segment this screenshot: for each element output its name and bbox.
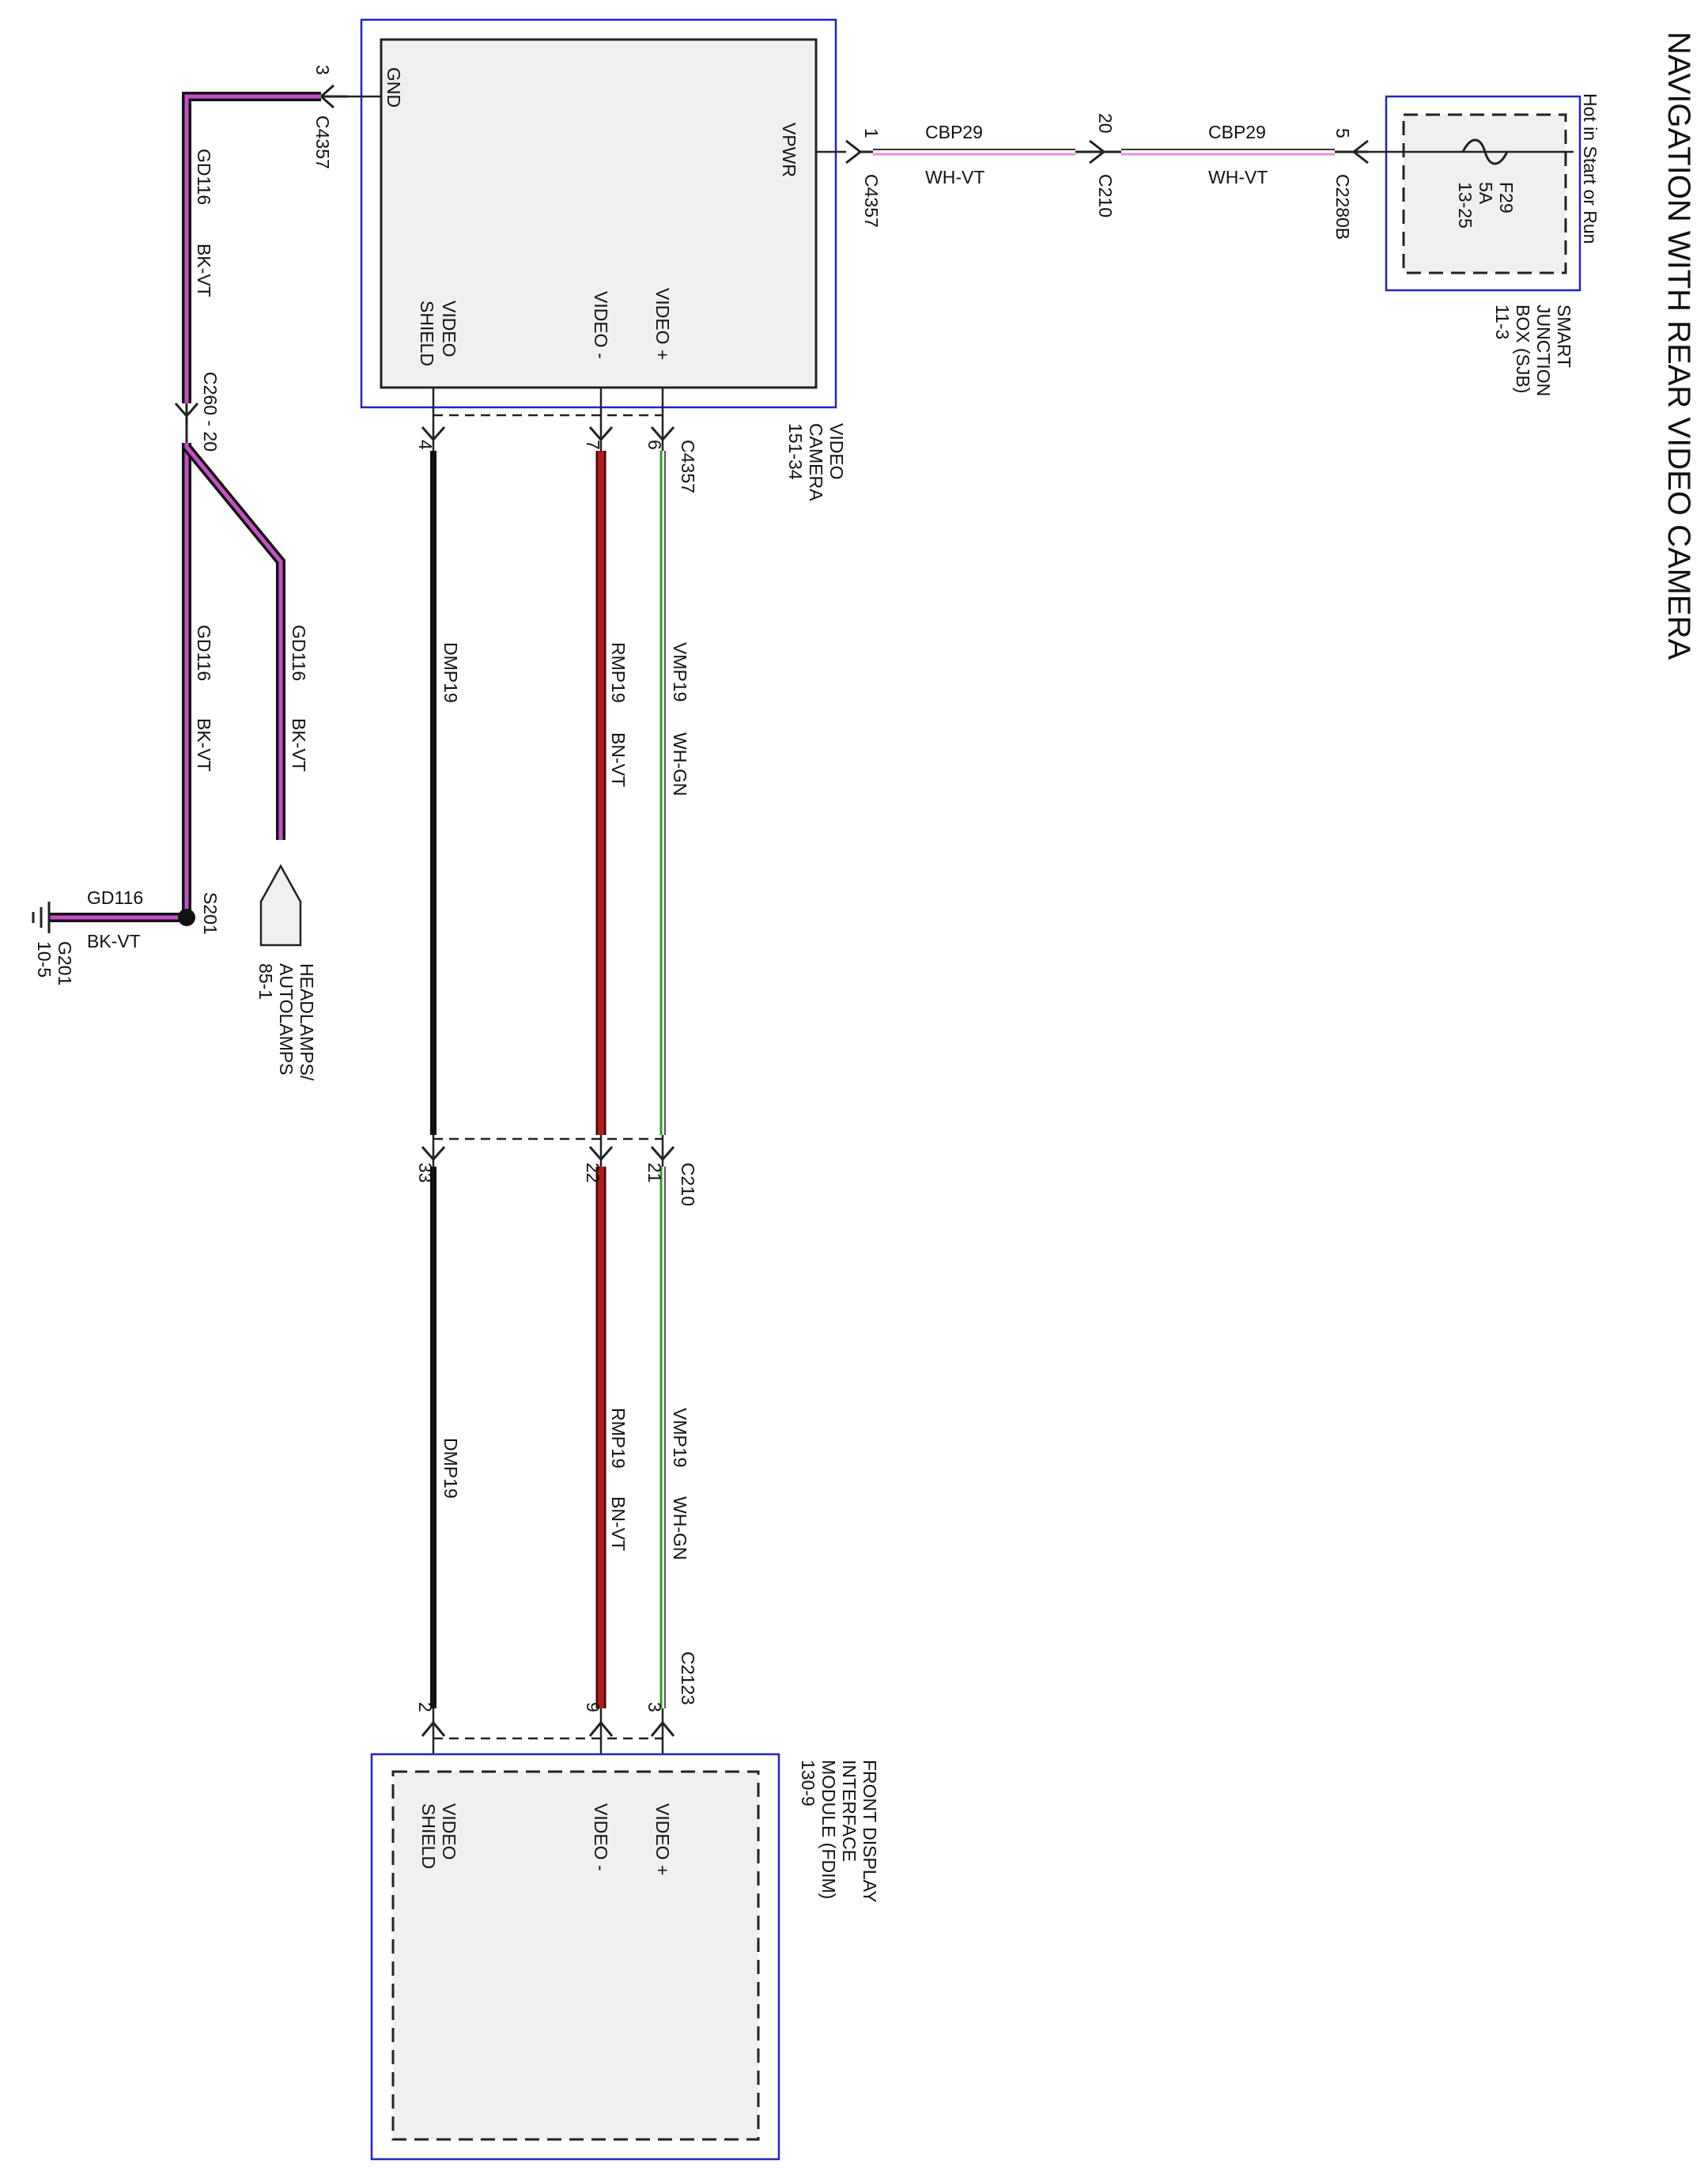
gd116-label-1: GD116 — [194, 149, 214, 205]
splice-s201-dot — [178, 909, 195, 926]
pin-1-label: 1 — [861, 128, 882, 138]
headlamps-ref: 85-1 — [255, 963, 276, 1000]
diagram-title: NAVIGATION WITH REAR VIDEO CAMERA — [1661, 32, 1696, 660]
fuse-name: F29 — [1496, 182, 1517, 214]
splice-s201-label: S201 — [200, 892, 221, 935]
video-camera-body — [380, 38, 818, 389]
fdim-name-2: INTERFACE — [839, 1760, 860, 1862]
fuse-ref: 13-25 — [1455, 182, 1476, 229]
bkvt-label-2: BK-VT — [194, 718, 214, 772]
wire-gd116-top-stripe — [184, 94, 321, 403]
gd116-label-2: GD116 — [194, 625, 214, 681]
ground-name: G201 — [55, 941, 75, 985]
wire-gd116-branch-stripe — [185, 445, 283, 840]
c2280b-label: C2280B — [1332, 174, 1353, 240]
vpwr-circuit: 1 C4357 CBP29 WH-VT 20 C210 CBP29 WH-VT … — [816, 113, 1369, 240]
c4357-label-gnd: C4357 — [312, 115, 333, 169]
connector-arrow-c2280b-5 — [1335, 139, 1369, 165]
headlamps-connector-shape — [259, 864, 302, 947]
whgn-label-a: WH-GN — [670, 732, 690, 796]
sjb-name-2: JUNCTION — [1533, 304, 1554, 396]
pin-7-label: 7 — [583, 440, 603, 450]
vmp19-label-b: VMP19 — [670, 1408, 690, 1467]
sjb-inner-box — [1402, 113, 1567, 274]
connector-arrow-c4357-1 — [845, 139, 873, 165]
arrow-c210-22 — [588, 1146, 614, 1162]
video-camera-component: GND VPWR VIDEO SHIELD VIDEO - VIDEO + VI… — [360, 18, 847, 501]
camera-pin-video-minus: VIDEO - — [591, 291, 611, 359]
sjb-hot-label: Hot in Start or Run — [1580, 93, 1600, 244]
whvt-label-a: WH-VT — [925, 167, 984, 187]
pin-33-label: 33 — [415, 1163, 436, 1183]
camera-name: VIDEO — [826, 423, 847, 480]
pin-6-label: 6 — [644, 440, 665, 450]
fdim-name-1: FRONT DISPLAY — [860, 1760, 880, 1903]
connector-arrow-c210-20 — [1075, 139, 1121, 165]
c210-label-video: C210 — [678, 1163, 698, 1206]
video-circuits: 4 7 6 C4357 DMP19 RMP19 BN-VT VMP19 WH-G… — [415, 388, 698, 1768]
bnvt-label-a: BN-VT — [608, 732, 629, 787]
sjb-component: F29 5A 13-25 Hot in Start or Run SMART J… — [1368, 93, 1600, 396]
c4357-label-vpwr: C4357 — [861, 174, 882, 228]
rmp19-label-a: RMP19 — [608, 642, 629, 703]
camera-pin-gnd: GND — [384, 67, 404, 108]
camera-pin-video-plus: VIDEO + — [652, 288, 673, 360]
pin-21-label: 21 — [644, 1163, 665, 1183]
camera-pin-video-shield-1: VIDEO — [439, 301, 459, 357]
c260-label: C260 - 20 — [200, 372, 221, 452]
ground-color-label: BK-VT — [87, 931, 141, 951]
cbp29-label-b: CBP29 — [1208, 122, 1266, 142]
arrow-c210-21 — [650, 1146, 675, 1162]
arrow-c210-33 — [421, 1146, 446, 1162]
pin-3-fdim-label: 3 — [644, 1702, 665, 1712]
sjb-name-1: SMART — [1554, 304, 1574, 368]
connector-arrow-c260-20 — [174, 403, 199, 443]
ground-ref: 10-5 — [34, 941, 55, 978]
camera-pin-video-shield-2: SHIELD — [417, 301, 437, 366]
vmp19-label-a: VMP19 — [670, 642, 690, 702]
pin-3-gnd-label: 3 — [312, 65, 333, 75]
bkvt-label-3: BK-VT — [289, 718, 309, 772]
dmp19-label-a: DMP19 — [440, 642, 461, 703]
pin-9-label: 9 — [583, 1702, 603, 1712]
pin-2-label: 2 — [415, 1702, 436, 1712]
rmp19-label-b: RMP19 — [608, 1408, 629, 1469]
c4357-label-video: C4357 — [678, 440, 698, 494]
fdim-ref: 130-9 — [798, 1760, 818, 1806]
fdim-component: VIDEO SHIELD VIDEO - VIDEO + FRONT DISPL… — [370, 1753, 880, 2161]
camera-name-2: CAMERA — [806, 423, 826, 501]
pin-20-label: 20 — [1095, 113, 1116, 134]
bnvt-label-b: BN-VT — [608, 1496, 629, 1551]
headlamps-name-2: AUTOLAMPS — [276, 963, 297, 1075]
fuse-rating: 5A — [1476, 182, 1496, 205]
camera-pin-vpwr: VPWR — [779, 123, 799, 177]
sjb-ref: 11-3 — [1492, 304, 1513, 339]
ground-icon — [32, 902, 51, 933]
fdim-pin-video-plus: VIDEO + — [652, 1803, 673, 1875]
connector-arrow-c4357-3 — [319, 84, 348, 109]
c2123-label: C2123 — [678, 1651, 698, 1705]
fdim-inner-box — [391, 1770, 760, 2141]
fdim-pin-video-minus: VIDEO - — [591, 1803, 611, 1871]
dmp19-label-b: DMP19 — [440, 1438, 461, 1499]
ground-circuit-label: GD116 — [87, 887, 143, 908]
fdim-name-3: MODULE (FDIM) — [818, 1760, 839, 1899]
pin-22-label: 22 — [583, 1163, 603, 1183]
pin-5-label: 5 — [1332, 128, 1353, 138]
fdim-pin-video-shield-2: SHIELD — [418, 1803, 439, 1869]
fdim-pin-video-shield-1: VIDEO — [439, 1803, 459, 1860]
cbp29-label-a: CBP29 — [925, 122, 983, 142]
headlamps-name-1: HEADLAMPS/ — [297, 963, 317, 1081]
fuse-icon — [1461, 138, 1509, 165]
camera-ref: 151-34 — [785, 423, 806, 480]
whgn-label-b: WH-GN — [670, 1496, 690, 1560]
sjb-name-3: BOX (SJB) — [1513, 304, 1533, 393]
pin-4-label: 4 — [415, 440, 436, 450]
gnd-circuit: 3 C4357 GD116 BK-VT C260 - 20 GD116 BK-V… — [32, 65, 381, 1081]
c210-label-vpwr: C210 — [1095, 174, 1116, 218]
bkvt-label-1: BK-VT — [194, 244, 214, 297]
gd116-label-3: GD116 — [289, 625, 309, 681]
whvt-label-b: WH-VT — [1208, 167, 1268, 187]
